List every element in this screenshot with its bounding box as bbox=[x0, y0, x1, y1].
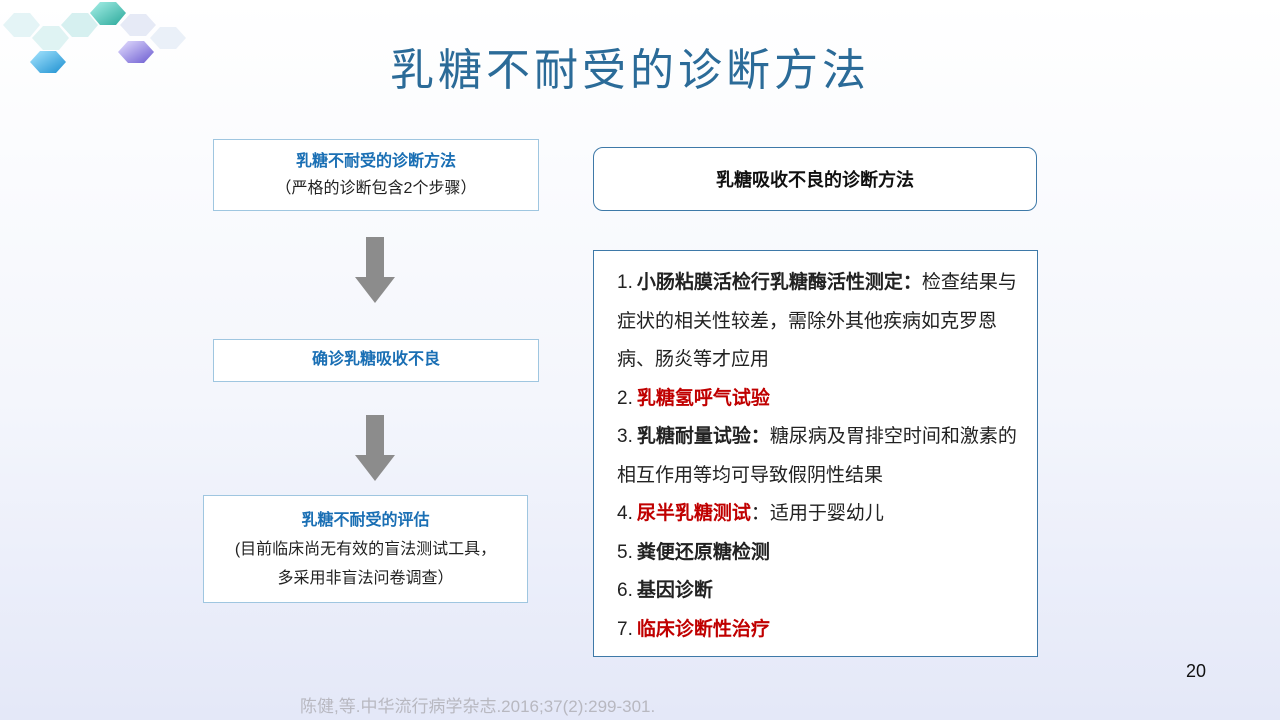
down-arrow-icon bbox=[355, 237, 395, 303]
item-number: 6. bbox=[617, 580, 633, 601]
step-box-diagnosis-methods: 乳糖不耐受的诊断方法 （严格的诊断包含2个步骤） bbox=[213, 139, 539, 211]
malabsorption-methods-header: 乳糖吸收不良的诊断方法 bbox=[593, 147, 1037, 211]
item-label: 粪便还原糖检测 bbox=[636, 541, 770, 563]
item-label: 临床诊断性治疗 bbox=[636, 618, 770, 640]
item-number: 4. bbox=[617, 503, 633, 524]
list-item: 2.乳糖氢呼气试验 bbox=[617, 380, 1025, 419]
item-label: 基因诊断 bbox=[636, 580, 713, 601]
item-label: 乳糖耐量试验： bbox=[636, 426, 770, 447]
down-arrow-icon bbox=[355, 415, 395, 481]
box-heading: 乳糖不耐受的评估 bbox=[301, 512, 430, 529]
item-text: 糖尿病及胃排空时间和激素的相互作用等均可导致假阴性结果 bbox=[617, 426, 1017, 486]
step-box-intolerance-assessment: 乳糖不耐受的评估 (目前临床尚无有效的盲法测试工具， 多采用非盲法问卷调查） bbox=[203, 495, 528, 603]
list-item: 3.乳糖耐量试验：糖尿病及胃排空时间和激素的相互作用等均可导致假阴性结果 bbox=[617, 418, 1025, 495]
box-note: （严格的诊断包含2个步骤） bbox=[275, 180, 477, 197]
item-number: 3. bbox=[617, 426, 633, 447]
item-number: 2. bbox=[617, 387, 633, 409]
box-heading: 确诊乳糖吸收不良 bbox=[311, 351, 440, 368]
list-item: 1.小肠粘膜活检行乳糖酶活性测定：检查结果与症状的相关性较差，需除外其他疾病如克… bbox=[617, 264, 1025, 380]
item-number: 5. bbox=[617, 541, 633, 563]
list-item: 4.尿半乳糖测试：适用于婴幼儿 bbox=[617, 495, 1025, 534]
step-box-confirm-malabsorption: 确诊乳糖吸收不良 bbox=[213, 339, 539, 382]
list-item: 5.粪便还原糖检测 bbox=[617, 534, 1025, 573]
list-item: 6.基因诊断 bbox=[617, 572, 1025, 611]
diagnosis-method-list: 1.小肠粘膜活检行乳糖酶活性测定：检查结果与症状的相关性较差，需除外其他疾病如克… bbox=[593, 250, 1038, 657]
item-label: 小肠粘膜活检行乳糖酶活性测定： bbox=[636, 272, 922, 293]
list-item: 7.临床诊断性治疗 bbox=[617, 611, 1025, 650]
item-number: 7. bbox=[617, 618, 633, 640]
slide-title: 乳糖不耐受的诊断方法 bbox=[390, 45, 870, 96]
box-note: 多采用非盲法问卷调查） bbox=[277, 570, 454, 587]
item-label: 尿半乳糖测试 bbox=[636, 503, 751, 524]
item-label: 乳糖氢呼气试验 bbox=[636, 387, 770, 409]
item-text: ：适用于婴幼儿 bbox=[750, 503, 884, 524]
page-number: 20 bbox=[1186, 661, 1207, 681]
box-heading: 乳糖不耐受的诊断方法 bbox=[295, 153, 456, 170]
hexagon-decoration bbox=[3, 2, 186, 73]
citation: 陈健,等.中华流行病学杂志.2016;37(2):299-301. bbox=[300, 697, 656, 716]
item-text: 检查结果与症状的相关性较差，需除外其他疾病如克罗恩病、肠炎等才应用 bbox=[617, 272, 1017, 370]
box-note: (目前临床尚无有效的盲法测试工具， bbox=[234, 541, 497, 558]
item-number: 1. bbox=[617, 272, 633, 293]
